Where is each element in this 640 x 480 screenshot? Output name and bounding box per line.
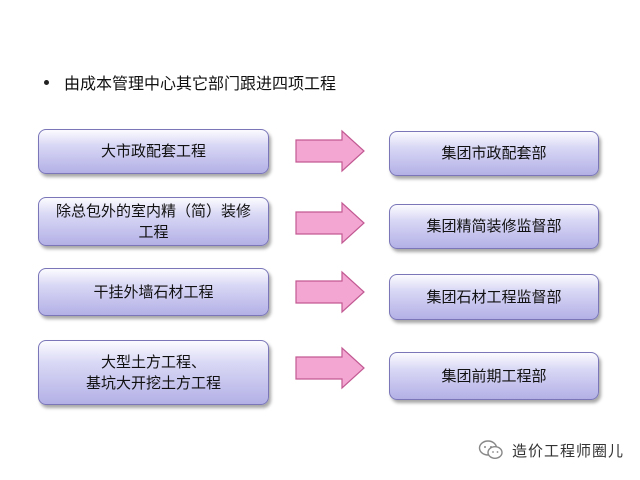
project-label: 大市政配套工程 [100,142,206,160]
page-heading: 由成本管理中心其它部门跟进四项工程 [64,74,337,93]
department-label: 集团精简装修监督部 [426,217,562,235]
heading-bullet-line: 由成本管理中心其它部门跟进四项工程 [44,70,336,94]
department-box-interior: 集团精简装修监督部 [389,204,599,249]
project-box-interior: 除总包外的室内精（简）装修 工程 [38,197,269,246]
arrow-right-icon [295,201,365,245]
project-box-stone: 干挂外墙石材工程 [38,268,269,316]
arrow-right-icon [295,346,365,390]
project-label: 除总包外的室内精（简）装修 工程 [55,201,251,241]
department-label: 集团市政配套部 [441,144,547,162]
project-box-municipal: 大市政配套工程 [38,129,269,174]
department-label: 集团石材工程监督部 [426,287,562,306]
bullet-dot [44,79,49,85]
watermark-text: 造价工程师圈儿 [512,441,625,460]
arrow-right-icon [295,270,365,314]
project-label: 干挂外墙石材工程 [93,282,214,301]
department-label: 集团前期工程部 [441,366,547,385]
department-box-municipal: 集团市政配套部 [389,131,599,176]
department-box-stone: 集团石材工程监督部 [389,274,599,320]
watermark: 造价工程师圈儿 [478,439,624,461]
arrow-right-icon [295,129,365,173]
department-box-earthwork: 集团前期工程部 [389,352,599,400]
project-box-earthwork: 大型土方工程、 基坑大开挖土方工程 [38,340,269,405]
wechat-icon [478,440,503,460]
project-label: 大型土方工程、 基坑大开挖土方工程 [85,352,221,392]
